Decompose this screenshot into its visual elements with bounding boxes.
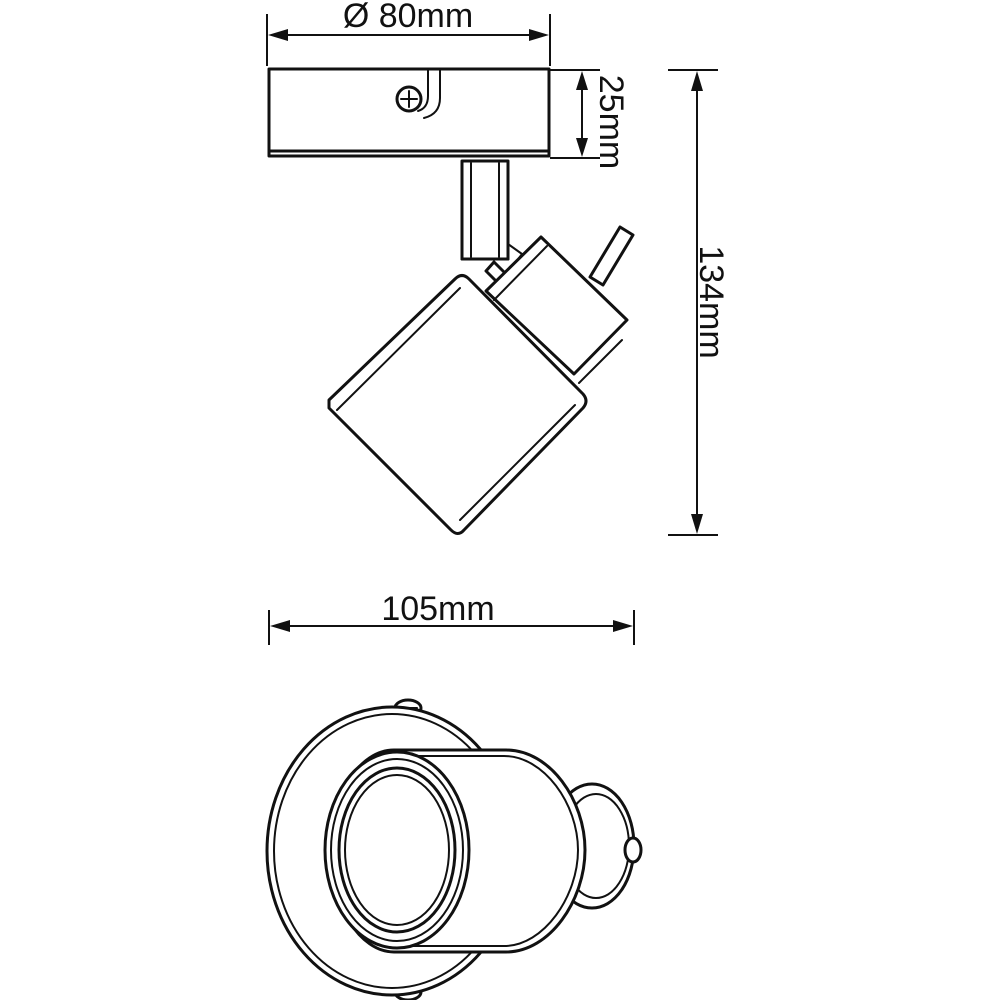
lens-front: [323, 750, 471, 950]
total-height-dimension: 134mm: [668, 69, 730, 536]
depth-label: 105mm: [381, 590, 494, 628]
total-height-label: 134mm: [692, 245, 730, 358]
diameter-dimension: Ø 80mm: [266, 0, 551, 66]
base-height-dimension: 25mm: [550, 69, 630, 169]
front-view: [265, 698, 643, 1000]
base-height-label: 25mm: [592, 75, 630, 169]
base-plate: [267, 67, 551, 158]
lamp-head: [327, 235, 629, 535]
stem: [460, 159, 523, 285]
depth-dimension: 105mm: [268, 590, 635, 645]
diameter-label: Ø 80mm: [343, 0, 473, 35]
adjustment-rod: [588, 225, 635, 287]
screw-icon: [395, 85, 423, 113]
side-view: Ø 80mm 25mm 134mm: [266, 0, 730, 536]
